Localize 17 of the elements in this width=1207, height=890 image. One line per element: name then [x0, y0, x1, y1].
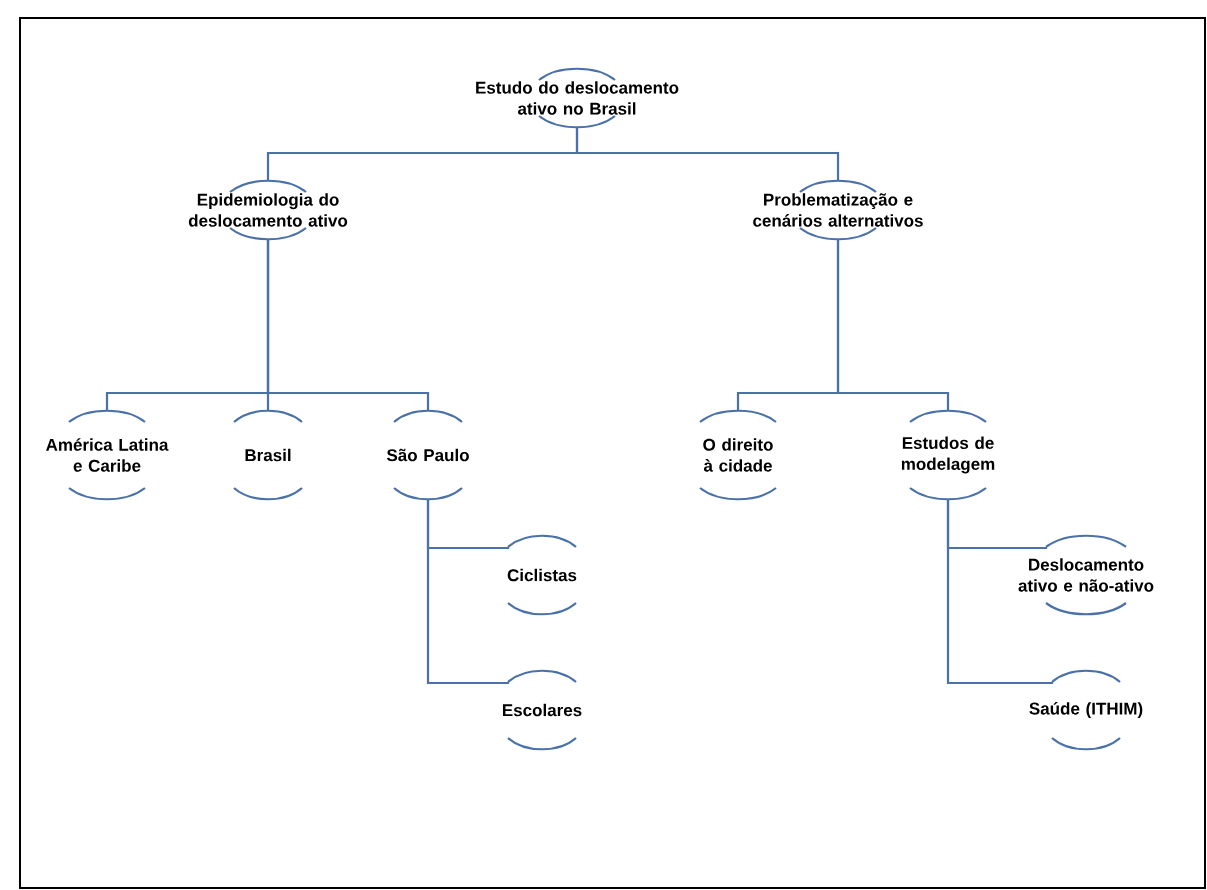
bracketed-label: Problematização e cenários alternativos — [753, 179, 923, 241]
bracketed-label: Deslocamento ativo e não-ativo — [1018, 534, 1154, 616]
bracketed-label: Ciclistas — [507, 534, 577, 616]
bracketed-label: América Latina e Caribe — [46, 409, 169, 501]
bracketed-label: Epidemiologia do deslocamento ativo — [188, 179, 348, 241]
connector-line — [266, 239, 430, 411]
connector-line — [946, 499, 1054, 685]
bracketed-label: Estudos de modelagem — [901, 409, 995, 501]
bracketed-label: São Paulo — [386, 409, 469, 501]
connector-line — [426, 499, 510, 685]
bracketed-label: O direito à cidade — [699, 409, 777, 501]
bracketed-label: Saúde (ITHIM) — [1029, 669, 1143, 751]
bracketed-label: Brasil — [233, 409, 303, 501]
connector-line — [836, 239, 950, 411]
bracketed-label: Escolares — [503, 669, 582, 751]
connector-line — [575, 127, 840, 181]
bracketed-label: Estudo do deslocamento ativo no Brasil — [476, 67, 679, 129]
